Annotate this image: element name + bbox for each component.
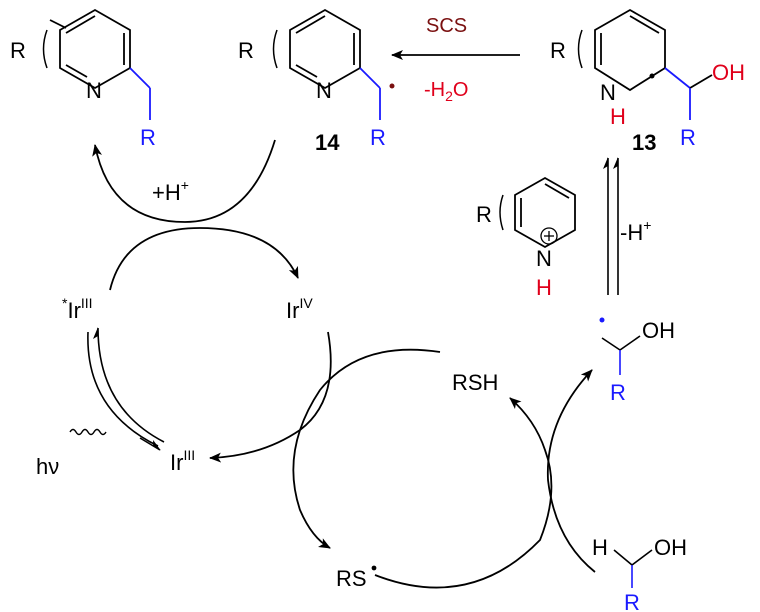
product-r-blue-label: R (140, 125, 156, 150)
alcohol-oh-label: OH (654, 535, 687, 560)
excitation-arrow (93, 327, 165, 443)
wavy-arrow-icon (69, 428, 107, 436)
radical-14-r-label: R (238, 38, 254, 63)
radical-dot-icon (389, 83, 395, 89)
radical-14-r-blue-label: R (370, 125, 386, 150)
radical-14-ch-bond (359, 67, 381, 89)
minus-h-plus-label: -H+ (620, 217, 651, 245)
alcohol-oh-bond (631, 549, 653, 566)
radical-oh-label: OH (642, 318, 675, 343)
rsh-label: RSH (452, 370, 498, 395)
product-n-label: N (86, 78, 102, 103)
reduction-arrow (209, 331, 332, 463)
radical-14-pyridine (272, 8, 361, 90)
radical-dot-icon (371, 565, 377, 571)
compound-13-label: 13 (632, 130, 656, 155)
radical-oh-bond (619, 335, 641, 351)
radical-14-n-label: N (316, 78, 332, 103)
plus-circle-icon (540, 227, 558, 245)
plus-h-plus-label: +H+ (152, 177, 189, 205)
alpha-hydroxy-radical-arrow (546, 369, 596, 573)
rs-radical-label: RS (336, 566, 367, 591)
hat-arrow (374, 397, 553, 589)
ir-iii-label: IrIII (170, 447, 195, 475)
thiol-oxidation-arrow (292, 348, 441, 549)
ir-iv-label: IrIV (286, 295, 313, 323)
pyridinium (499, 176, 576, 249)
radical-13-n-label: N (600, 80, 616, 105)
excitation-return-arrow (139, 437, 161, 451)
protonation-arc-arrow (92, 139, 276, 223)
oxidative-quench-arrow (109, 227, 299, 291)
radical-13-h-label: H (610, 104, 626, 129)
excitation-line (87, 331, 159, 447)
scs-label: SCS (426, 15, 467, 37)
product-r-label: R (10, 38, 26, 63)
product-pyridine (42, 8, 131, 90)
minus-h2o-label: -H2O (424, 79, 468, 104)
product-ch2-bond (129, 67, 151, 89)
alcohol-r-label: R (624, 590, 640, 612)
radical-c-bond (601, 337, 621, 351)
radical-13-ch-bond (664, 67, 691, 89)
radical-r-label: R (610, 380, 626, 405)
alcohol-h-bond (613, 549, 633, 566)
compound-14-label: 14 (315, 130, 340, 155)
alcohol-h-label: H (592, 535, 608, 560)
hv-label: hν (36, 454, 59, 479)
radical-dot-icon (599, 317, 605, 323)
radical-dot-icon (649, 73, 655, 79)
pyridinium-n-label: N (536, 246, 552, 271)
radical-13-oh-label: OH (712, 60, 745, 85)
ir-excited-label: *IrIII (62, 295, 93, 323)
radical-13-r-blue-label: R (680, 125, 696, 150)
pyridinium-r-label: R (476, 202, 492, 227)
radical-13-oh-bond (689, 74, 713, 89)
pyridinium-h-label: H (536, 275, 552, 300)
radical-13-r-label: R (550, 38, 566, 63)
